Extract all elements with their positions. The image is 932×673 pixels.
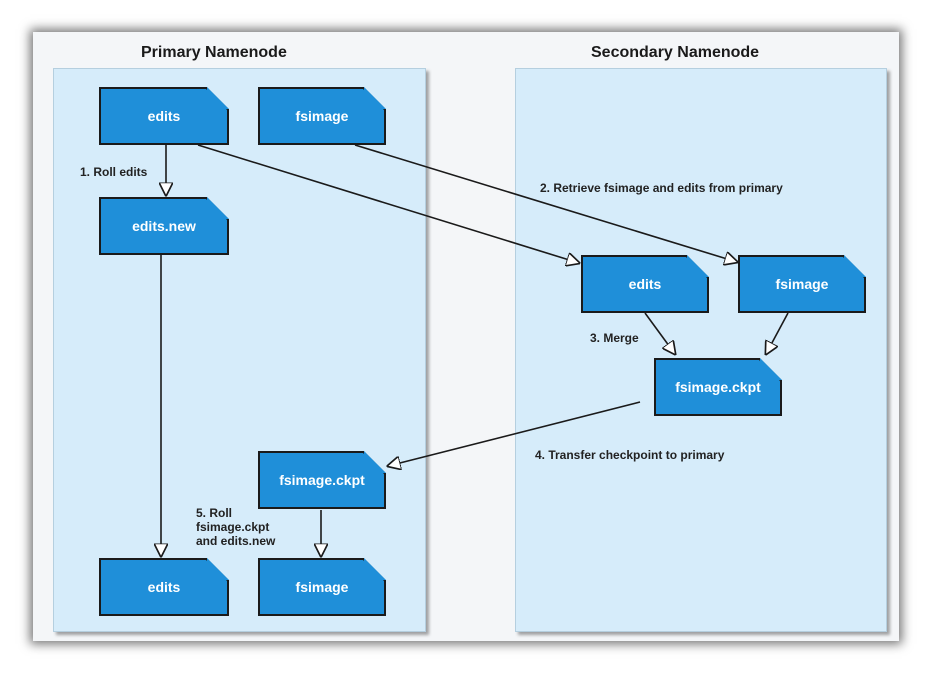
primary-namenode-title: Primary Namenode — [141, 44, 287, 61]
primary-edits-file: edits — [99, 87, 229, 145]
step-roll-edits-label: 1. Roll edits — [80, 165, 148, 179]
secondary-namenode-title: Secondary Namenode — [591, 44, 760, 61]
step-roll-ckpt-line2: fsimage.ckpt — [196, 520, 270, 534]
secondary-namenode-panel — [515, 68, 887, 632]
arrow-merge-edits — [644, 312, 675, 354]
secondary-fsimage-ckpt-file: fsimage.ckpt — [654, 358, 782, 416]
arrow-retrieve-fsimage — [354, 144, 737, 262]
primary-namenode-panel — [53, 68, 426, 632]
arrow-transfer-checkpoint — [388, 401, 641, 466]
primary-edits-new-file: edits.new — [99, 197, 229, 255]
arrow-merge-fsimage — [766, 312, 789, 354]
secondary-fsimage-file: fsimage — [738, 255, 866, 313]
step-merge-label: 3. Merge — [590, 331, 639, 345]
primary-fsimage-file: fsimage — [258, 87, 386, 145]
primary-edits-rolled-file: edits — [99, 558, 229, 616]
arrow-retrieve-edits — [197, 144, 579, 263]
step-transfer-label: 4. Transfer checkpoint to primary — [535, 448, 725, 462]
step-retrieve-label: 2. Retrieve fsimage and edits from prima… — [540, 181, 783, 195]
step-roll-ckpt-label: 5. Roll fsimage.ckpt and edits.new — [196, 506, 275, 548]
secondary-edits-file: edits — [581, 255, 709, 313]
step-roll-ckpt-line1: 5. Roll — [196, 506, 233, 520]
step-roll-ckpt-line3: and edits.new — [196, 534, 276, 548]
